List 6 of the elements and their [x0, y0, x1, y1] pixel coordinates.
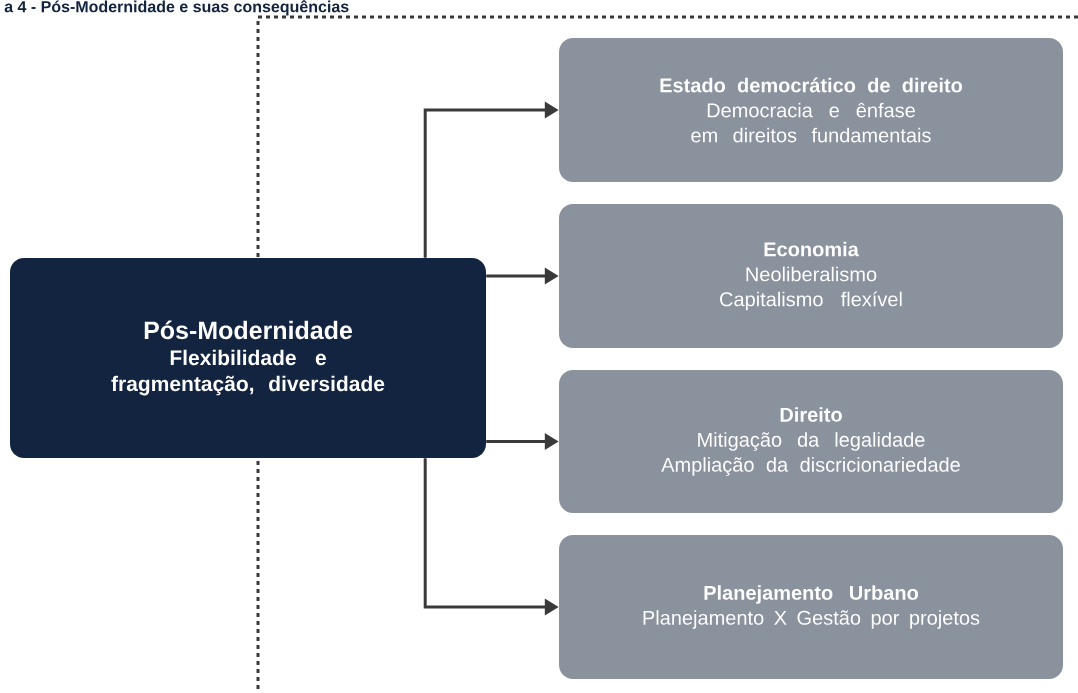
- topic-box: Pós-Modernidade Flexibilidade e fragmentação, diversidade: [10, 258, 486, 458]
- category-box: Estado democrático de direito Democracia e ênfase em direitos fundamentais: [559, 38, 1063, 182]
- category-box: Direito Mitigação da legalidade Ampliação da discricionariedade: [559, 370, 1063, 513]
- figure-title: a 4 - Pós-Modernidade e suas consequências: [4, 0, 349, 16]
- category-box: Planejamento Urbano Planejamento X Gestão por projetos: [559, 535, 1063, 679]
- category-box: Economia Neoliberalismo Capitalismo flexível: [559, 204, 1063, 348]
